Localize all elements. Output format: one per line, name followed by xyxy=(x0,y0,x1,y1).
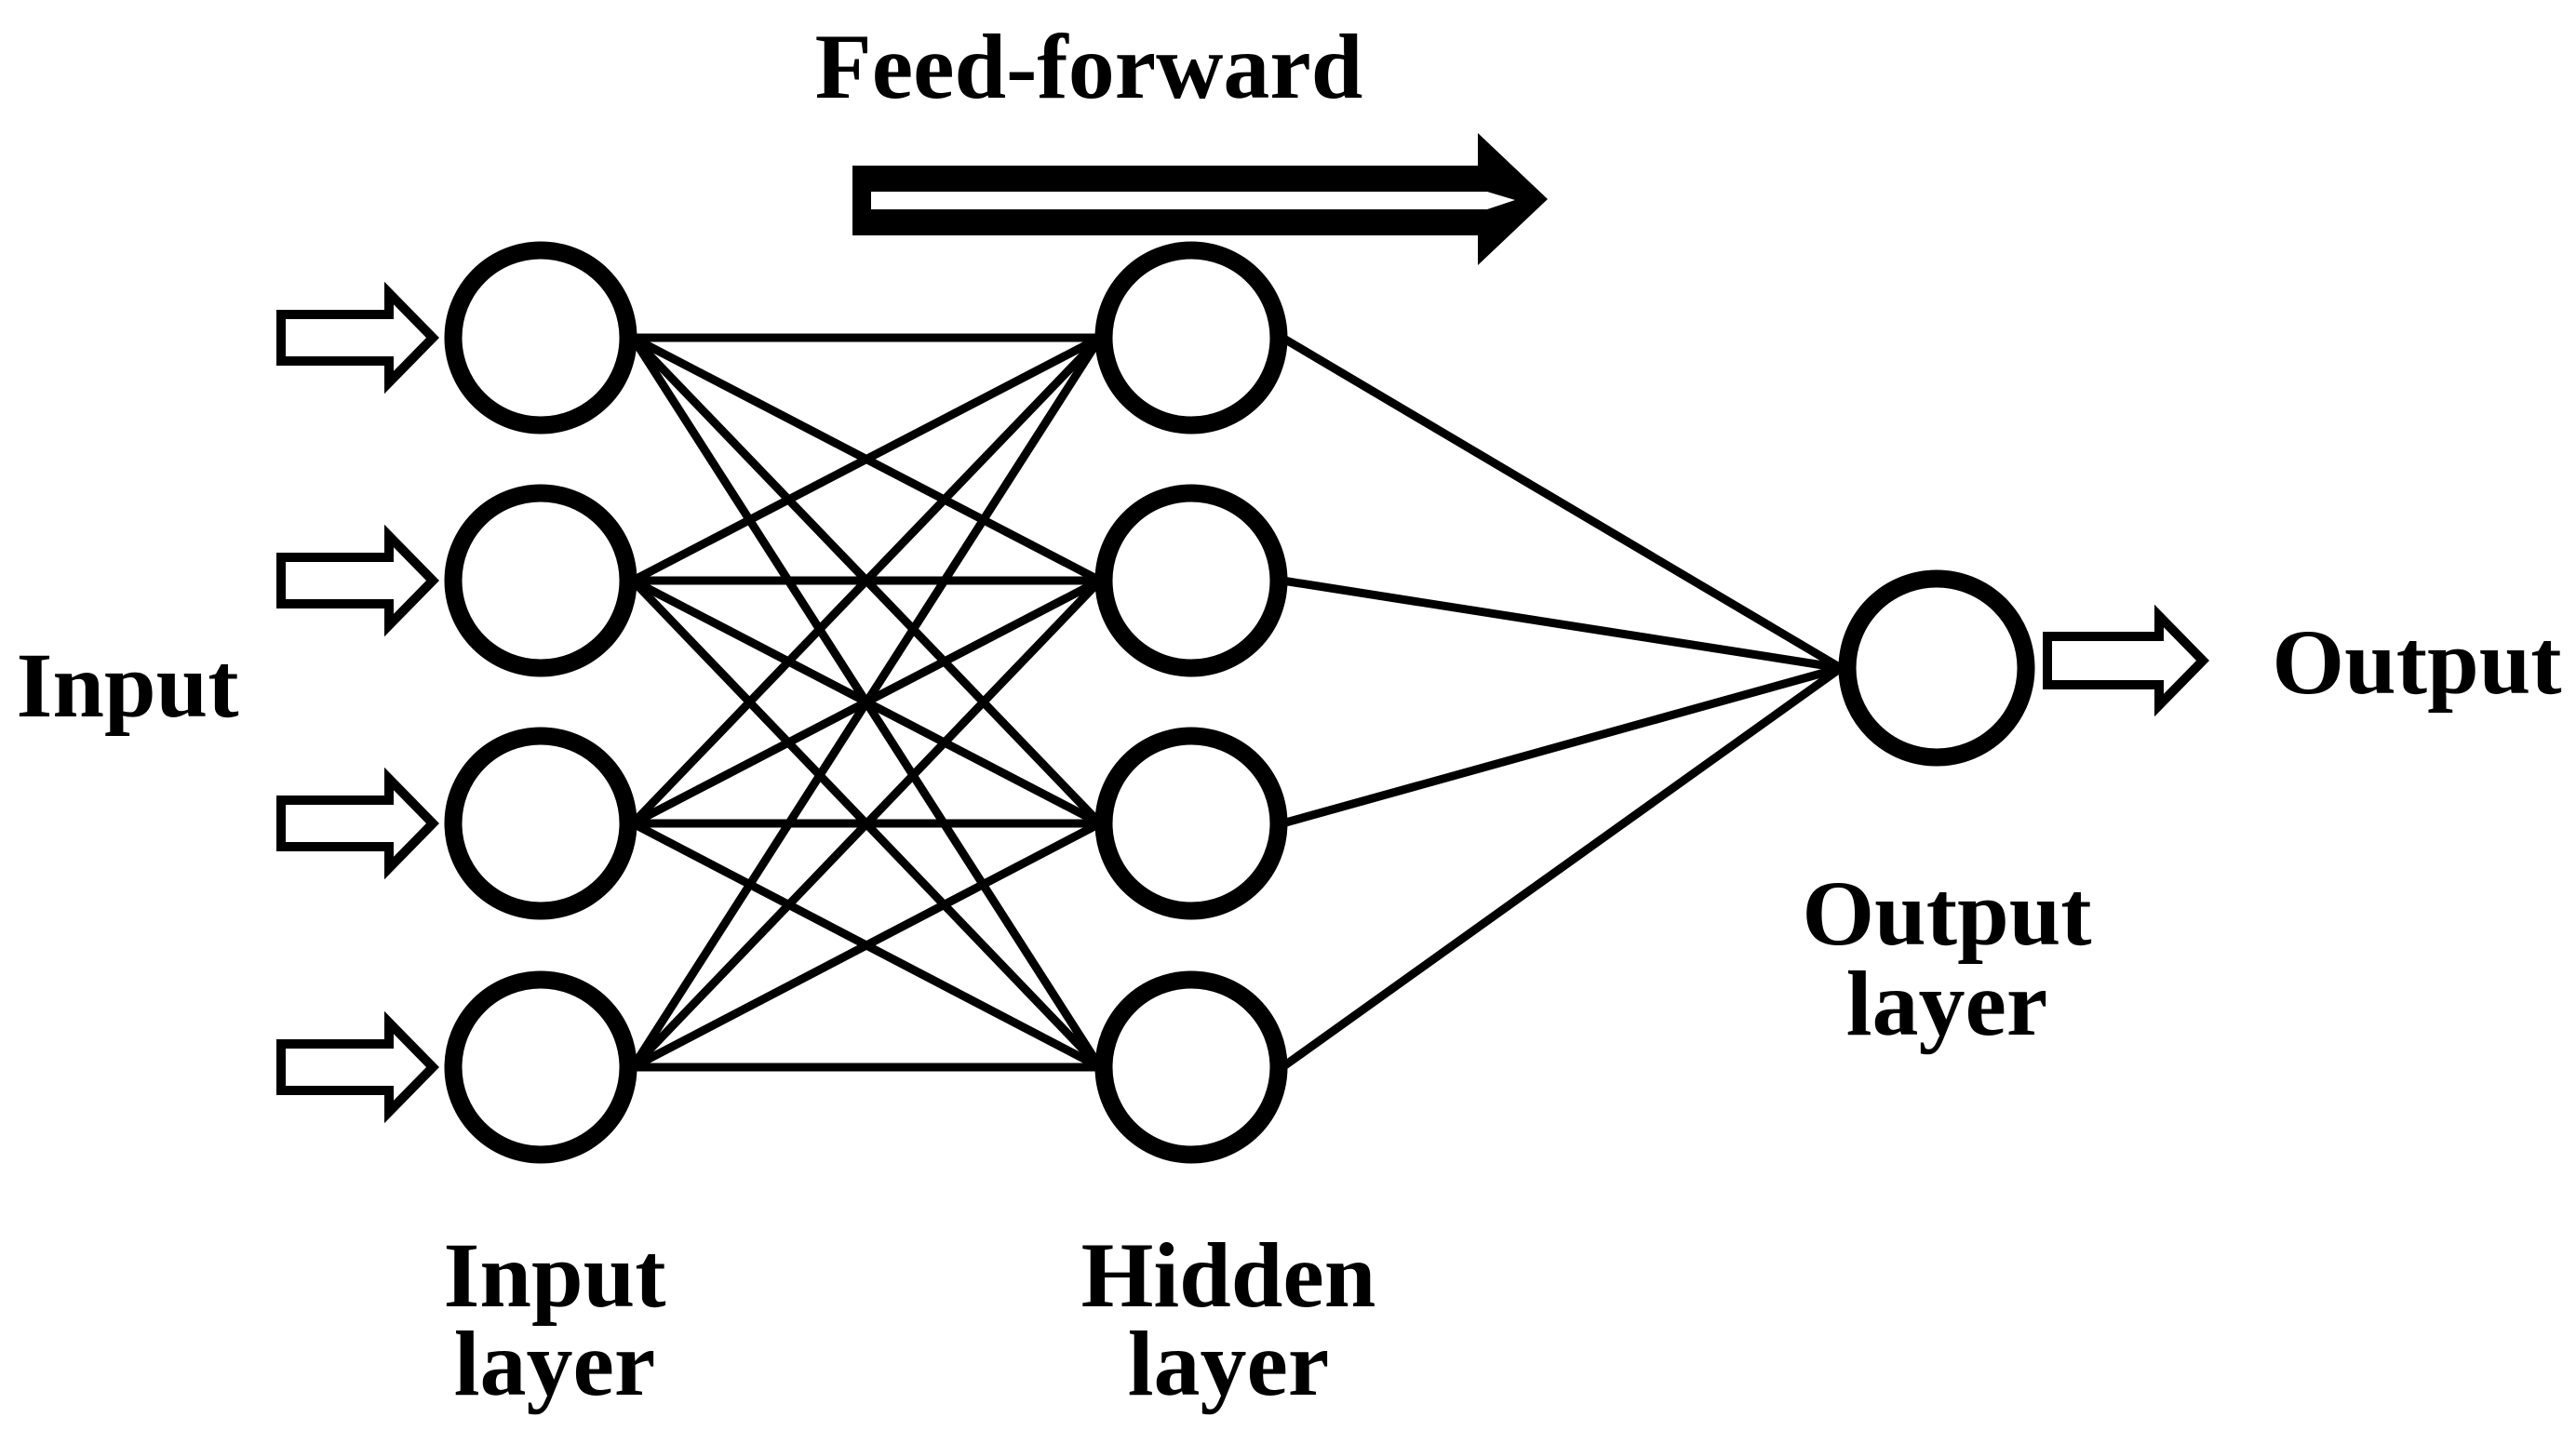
connection xyxy=(1278,663,1845,828)
input-node-3 xyxy=(444,727,637,920)
input-arrow-icon xyxy=(276,1010,439,1124)
connection xyxy=(628,333,1105,585)
input-layer-nodes xyxy=(444,241,637,1164)
input-arrow-icon xyxy=(276,281,439,394)
output-layer-label-line1: Output xyxy=(1802,862,2091,965)
input-to-hidden-connections xyxy=(628,333,1105,1072)
hidden-node-1 xyxy=(1094,241,1288,435)
input-label: Input xyxy=(16,634,238,737)
output-layer-label: Output layer xyxy=(1802,862,2091,1055)
hidden-to-output-connections xyxy=(1278,333,1845,1072)
hidden-node-3 xyxy=(1094,727,1288,920)
output-layer-label-line2: layer xyxy=(1846,952,2048,1055)
hidden-layer-label-line2: layer xyxy=(1128,1312,1330,1415)
output-label: Output xyxy=(2272,610,2561,714)
input-node-1 xyxy=(444,241,637,435)
connection xyxy=(1278,576,1845,673)
hidden-node-4 xyxy=(1094,970,1288,1164)
feed-forward-arrow-stripe xyxy=(871,192,1515,209)
feed-forward-label: Feed-forward xyxy=(815,15,1363,118)
connection xyxy=(628,333,1105,828)
connection xyxy=(628,819,1105,1072)
hidden-layer-nodes xyxy=(1094,241,1288,1164)
connection xyxy=(628,333,1105,1072)
input-layer-label-line2: layer xyxy=(454,1312,656,1415)
input-node-2 xyxy=(444,484,637,677)
connection xyxy=(1278,663,1845,1072)
hidden-node-2 xyxy=(1094,484,1288,677)
input-layer-label-line1: Input xyxy=(443,1223,665,1327)
output-layer-nodes xyxy=(1838,569,2035,767)
input-layer-label: Input layer xyxy=(443,1223,665,1415)
connection xyxy=(628,576,1105,1072)
connection xyxy=(1278,333,1845,673)
input-arrow-icon xyxy=(276,524,439,637)
hidden-layer-label: Hidden layer xyxy=(1081,1223,1376,1415)
output-node xyxy=(1838,569,2035,767)
input-node-4 xyxy=(444,970,637,1164)
hidden-layer-label-line1: Hidden xyxy=(1081,1223,1376,1327)
input-arrows xyxy=(276,281,439,1124)
feed-forward-arrow-icon xyxy=(852,133,1548,265)
output-arrow-icon xyxy=(2043,604,2209,717)
input-arrow-icon xyxy=(276,767,439,880)
